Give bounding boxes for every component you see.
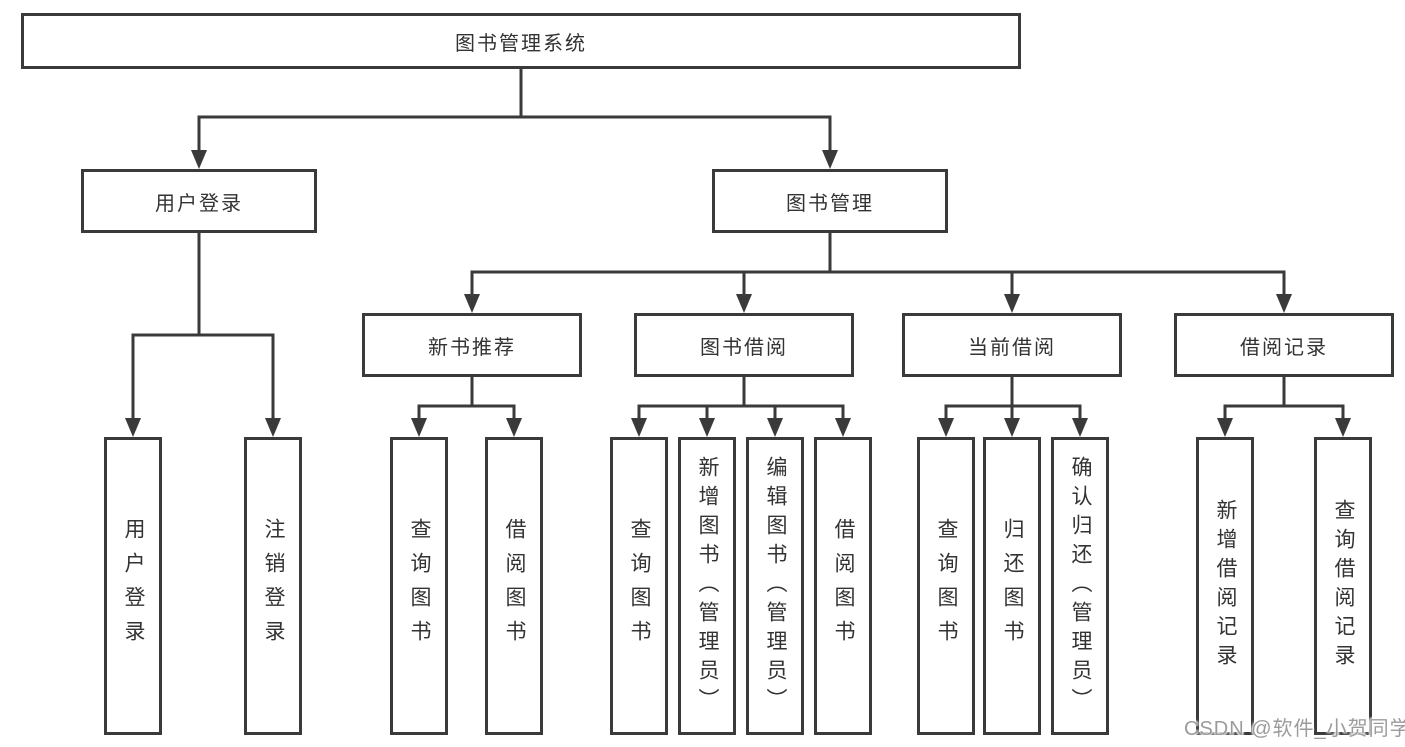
node-library-system: 图书管理系统	[21, 13, 1021, 69]
leaf-query-borrow-record: 查询借阅记录	[1314, 437, 1372, 735]
node-user-login: 用户登录	[81, 169, 317, 233]
arrow-down-icon	[835, 418, 851, 437]
node-new-book-recommendation: 新书推荐	[362, 313, 582, 377]
connector-bookborrow-to-leaves	[637, 377, 845, 418]
node-book-borrowing: 图书借阅	[634, 313, 854, 377]
arrow-down-icon	[699, 418, 715, 437]
arrow-down-icon	[631, 418, 647, 437]
node-book-management: 图书管理	[712, 169, 948, 233]
arrow-down-icon	[1072, 418, 1088, 437]
arrow-down-icon	[767, 418, 783, 437]
connector-currentborrow-to-leaves	[944, 377, 1082, 418]
leaf-query-books-recommend: 查询图书	[390, 437, 448, 735]
leaf-logout: 注销登录	[244, 437, 302, 735]
leaf-borrow-books: 借阅图书	[814, 437, 872, 735]
leaf-query-books-borrow: 查询图书	[610, 437, 668, 735]
arrow-down-icon	[464, 294, 480, 313]
leaf-borrow-books-recommend: 借阅图书	[485, 437, 543, 735]
arrow-down-icon	[938, 418, 954, 437]
arrow-down-icon	[1217, 418, 1233, 437]
leaf-user-login: 用户登录	[104, 437, 162, 735]
arrow-down-icon	[1004, 294, 1020, 313]
arrow-down-icon	[1276, 294, 1292, 313]
arrow-down-icon	[191, 150, 207, 169]
arrow-down-icon	[1004, 418, 1020, 437]
node-current-borrowing: 当前借阅	[902, 313, 1122, 377]
node-borrowing-records: 借阅记录	[1174, 313, 1394, 377]
leaf-query-books-current: 查询图书	[917, 437, 975, 735]
watermark: CSDN @软件_小贺同学	[1184, 718, 1405, 740]
leaf-add-borrow-record: 新增借阅记录	[1196, 437, 1254, 735]
arrow-down-icon	[506, 418, 522, 437]
leaf-edit-books-admin: 编辑图书（管理员）	[746, 437, 804, 735]
arrow-down-icon	[1335, 418, 1351, 437]
arrow-down-icon	[736, 294, 752, 313]
connector-bookmgmt-to-sections	[470, 233, 1286, 296]
leaf-add-books-admin: 新增图书（管理员）	[678, 437, 736, 735]
connector-root-to-level2	[197, 68, 832, 150]
connector-userlogin-to-leaves	[131, 233, 275, 418]
leaf-confirm-return-admin: 确认归还（管理员）	[1051, 437, 1109, 735]
arrow-down-icon	[411, 418, 427, 437]
connector-newbook-to-leaves	[417, 377, 516, 418]
connector-records-to-leaves	[1223, 377, 1345, 418]
leaf-return-books: 归还图书	[983, 437, 1041, 735]
arrow-down-icon	[265, 418, 281, 437]
arrow-down-icon	[125, 418, 141, 437]
arrow-down-icon	[822, 150, 838, 169]
